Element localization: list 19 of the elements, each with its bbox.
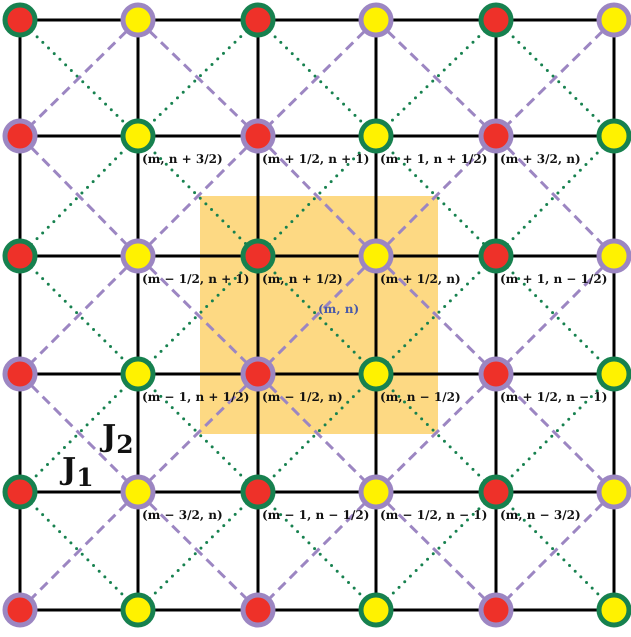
- coupling-label: J$_{2}$: [102, 422, 134, 457]
- coordinate-label: (m, n + 1/2): [262, 273, 343, 285]
- coordinate-label: (m − 1, n − 1/2): [262, 509, 370, 521]
- coordinate-label: (m + 1, n + 1/2): [380, 153, 488, 165]
- coordinate-label: (m − 1/2, n − 1): [380, 509, 488, 521]
- coordinate-label: (m + 1/2, n + 1): [262, 153, 370, 165]
- coordinate-label: (m + 3/2, n): [500, 153, 581, 165]
- coordinate-label: (m, n + 3/2): [142, 153, 223, 165]
- coordinate-label: (m, n): [318, 303, 360, 315]
- coordinate-label: (m − 1, n + 1/2): [142, 391, 250, 403]
- coordinate-label: (m, n − 3/2): [500, 509, 581, 521]
- coordinate-label: (m + 1, n − 1/2): [500, 273, 608, 285]
- coordinate-label: (m + 1/2, n): [380, 273, 461, 285]
- coordinate-label: (m − 1/2, n + 1): [142, 273, 250, 285]
- coupling-label: J$_{1}$: [62, 455, 94, 490]
- coordinate-label: (m − 3/2, n): [142, 509, 223, 521]
- coordinate-label: (m, n − 1/2): [380, 391, 461, 403]
- coordinate-label: (m − 1/2, n): [262, 391, 343, 403]
- coordinate-label: (m + 1/2, n − 1): [500, 391, 608, 403]
